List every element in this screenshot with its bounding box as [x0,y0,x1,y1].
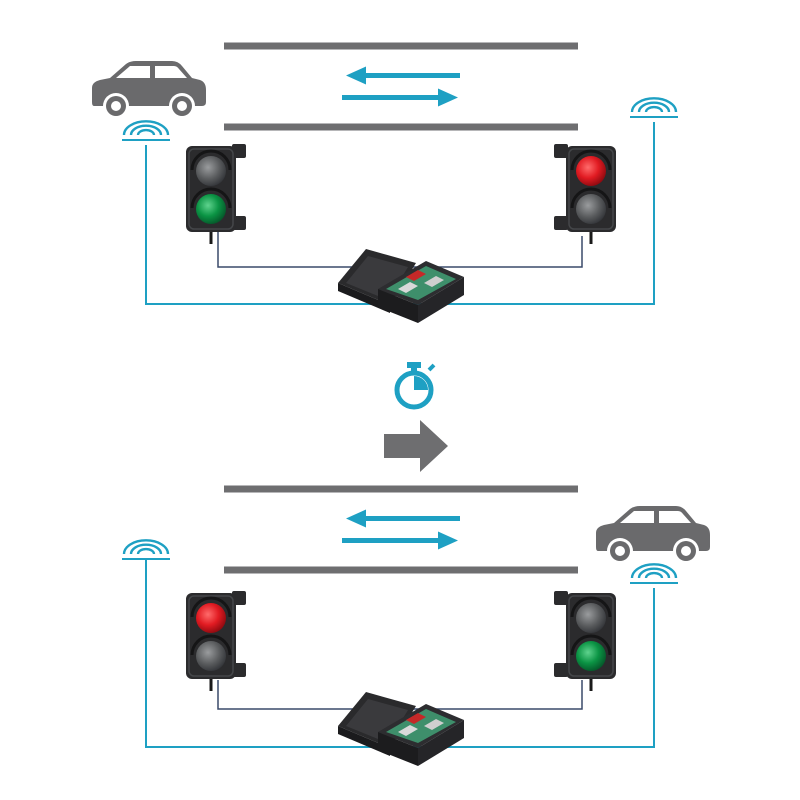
scenario-panel [92,42,678,323]
arrow-left-head [346,509,366,528]
board-component [398,282,418,293]
red-lamp-off [576,603,606,633]
arrow-right-head [438,531,458,550]
green-lamp-off [576,194,606,224]
control-box-lid-side [338,726,390,756]
control-box-base-side [418,720,464,766]
board-relay [406,713,426,724]
next-step-arrow [384,420,448,472]
light-bracket [554,591,568,605]
red-lamp-on [196,603,226,633]
lamp-visor [570,634,612,656]
lamp-visor [190,187,232,209]
control-box-lid-side [338,283,390,313]
board-component [424,719,444,730]
arrow-right-head [438,88,458,107]
sensor-wave [122,539,170,555]
car-window-front [659,511,691,523]
traffic-light [186,591,246,691]
light-housing-rim [188,595,234,677]
light-housing-rim [568,148,614,230]
car-hub [111,101,121,111]
sensor-wave [630,563,678,579]
stopwatch-sector [414,376,428,390]
traffic-light [554,144,616,244]
stopwatch-icon [394,362,436,410]
light-bracket [554,144,568,158]
wireless-sensor-icon [122,120,170,141]
car-window-rear [116,66,150,78]
lamp-visor [570,149,612,171]
red-lamp-on [576,156,606,186]
sensor-wave [630,97,678,113]
car-hub [681,546,691,556]
stopwatch-dial [394,370,434,410]
car-icon [92,61,206,119]
road [224,42,578,131]
wireless-sensor-icon [630,563,678,584]
right-arrow-icon [384,420,448,472]
light-bracket [554,216,568,230]
stopwatch-crown [427,363,436,372]
light-bracket [554,663,568,677]
stopwatch-button [407,362,421,368]
road [224,485,578,574]
car-hub [177,101,187,111]
sensor-wave [644,105,664,113]
sensor-wave [129,543,163,555]
lamp-visor [190,149,232,171]
light-housing-rim [188,148,234,230]
board-component [424,276,444,287]
lamp-visor [190,634,232,656]
traffic-light [554,591,616,691]
arrow-left-head [346,66,366,85]
transition [384,362,448,472]
wireless-sensor-icon [122,539,170,560]
scenario-panel [122,485,710,766]
red-lamp-off [196,156,226,186]
green-lamp-off [196,641,226,671]
sensor-wave [136,547,156,555]
sensor-wave [136,128,156,136]
control-box [338,249,464,323]
traffic-light [186,144,246,244]
car-icon [596,506,710,564]
sensor-wave [644,571,664,579]
board-component [398,725,418,736]
control-box-base-side [418,277,464,323]
sensor-wave [637,567,671,579]
two-way-traffic-arrows [342,509,460,550]
green-lamp-on [576,641,606,671]
control-box [338,692,464,766]
green-lamp-on [196,194,226,224]
wireless-sensor-icon [630,97,678,118]
board-relay [406,270,426,281]
control-box-base-front [378,289,418,323]
car-window-front [155,66,187,78]
control-box-base-front [378,732,418,766]
car-window-rear [620,511,654,523]
two-way-traffic-arrows [342,66,460,107]
sensor-wave [637,101,671,113]
lamp-visor [570,187,612,209]
car-hub [615,546,625,556]
lamp-visor [570,596,612,618]
light-housing-rim [568,595,614,677]
stopwatch-stem [411,366,417,372]
lamp-visor [190,596,232,618]
sensor-wave [129,124,163,136]
sensor-wave [122,120,170,136]
